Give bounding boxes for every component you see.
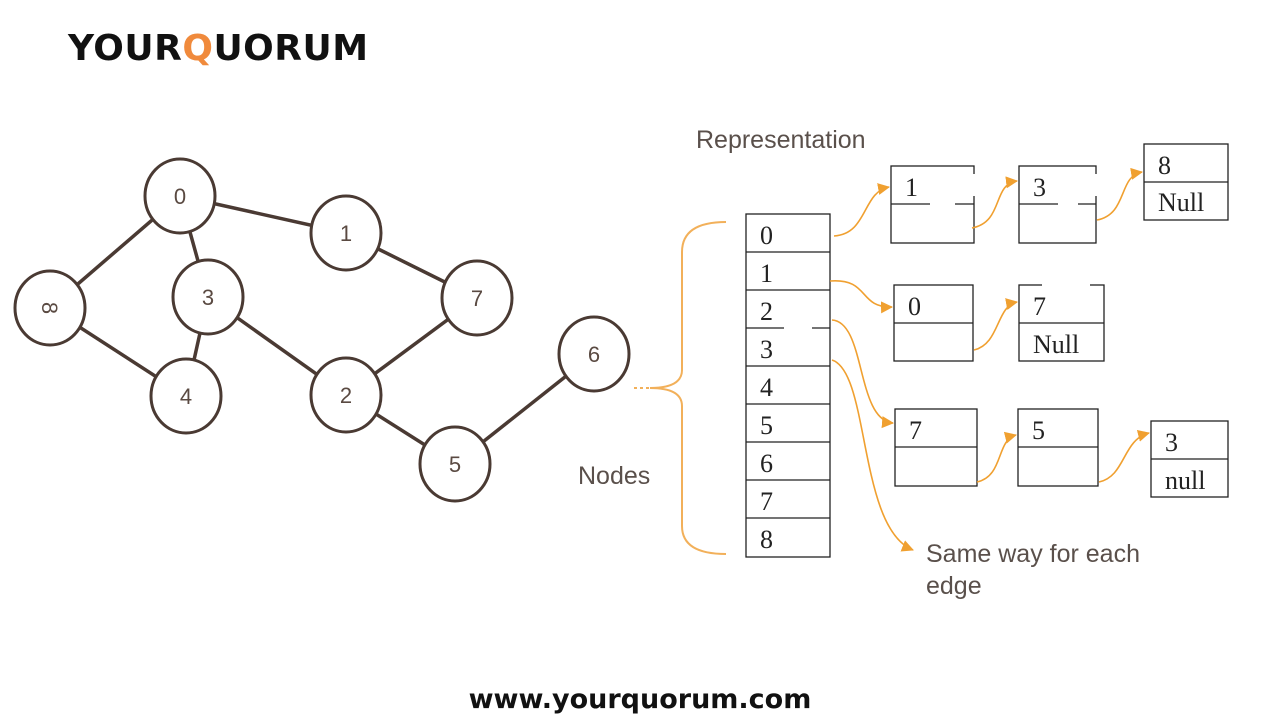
array-cell: 2 <box>760 297 773 326</box>
array-cell: 7 <box>760 487 773 516</box>
graph-nodes: 0 1 3 7 8 4 2 6 5 <box>13 157 631 503</box>
graph-node: 1 <box>309 194 383 272</box>
graph-node: 8 <box>13 269 87 347</box>
pointer-arrow <box>829 280 893 314</box>
graph-node-label: 6 <box>588 342 600 367</box>
graph-node-label: 1 <box>340 221 352 246</box>
array-cell: 8 <box>760 525 773 554</box>
pointer-arrow <box>976 431 1017 483</box>
list-node-value: 3 <box>1033 173 1046 202</box>
footer-url: www.yourquorum.com <box>468 684 812 715</box>
graph-node-label: 0 <box>174 184 186 209</box>
list-node-value: 8 <box>1158 151 1171 180</box>
array-cell: 5 <box>760 411 773 440</box>
graph-node: 7 <box>440 259 514 337</box>
nodes-brace <box>649 221 727 555</box>
list-node-value: 0 <box>908 292 921 321</box>
nodes-label: Nodes <box>578 462 650 490</box>
pointer-arrow <box>1098 429 1150 483</box>
pointer-arrow <box>831 319 894 429</box>
pointer-arrow <box>973 298 1018 351</box>
pointer-arrow <box>1096 167 1143 221</box>
list-node-next: Null <box>1158 188 1204 217</box>
note-line-1: Same way for each <box>926 540 1140 568</box>
brand-suffix: UORUM <box>213 28 369 69</box>
array-cell: 1 <box>760 259 773 288</box>
pointer-arrow <box>833 183 890 237</box>
graph-node: 2 <box>309 356 383 434</box>
list-node-value: 7 <box>1033 292 1046 321</box>
list-node-value: 5 <box>1032 416 1045 445</box>
array-cell: 0 <box>760 221 773 250</box>
graph-node: 0 <box>143 157 217 235</box>
graph-node: 5 <box>418 425 492 503</box>
list-node-value: 7 <box>909 416 922 445</box>
list-node-next: Null <box>1033 330 1079 359</box>
note-line-2: edge <box>926 572 982 600</box>
graph-node-label: 4 <box>180 384 192 409</box>
graph-node-label: 3 <box>202 285 214 310</box>
brand-accent-letter: Q <box>182 28 214 69</box>
graph-node-label: 7 <box>471 286 483 311</box>
node-array <box>745 213 831 558</box>
array-cell: 4 <box>760 373 773 402</box>
graph-node: 3 <box>171 258 245 336</box>
representation-title: Representation <box>696 126 866 154</box>
graph-node: 6 <box>557 315 631 393</box>
list-node-value: 1 <box>905 173 918 202</box>
array-cell: 3 <box>760 335 773 364</box>
list-node-value: 3 <box>1165 428 1178 457</box>
pointer-arrow <box>971 176 1018 229</box>
pointer-arrow <box>831 359 914 552</box>
list-node-next: null <box>1165 466 1205 495</box>
pointer-arrows <box>829 167 1150 552</box>
graph-node-label: 8 <box>37 302 62 314</box>
graph-node-label: 2 <box>340 383 352 408</box>
graph-node-label: 5 <box>449 452 461 477</box>
list-boxes <box>890 143 1229 498</box>
brand-prefix: YOUR <box>68 28 183 69</box>
graph-node: 4 <box>149 357 223 435</box>
array-cell: 6 <box>760 449 773 478</box>
brand-logo: YOURQUORUM <box>68 28 369 69</box>
